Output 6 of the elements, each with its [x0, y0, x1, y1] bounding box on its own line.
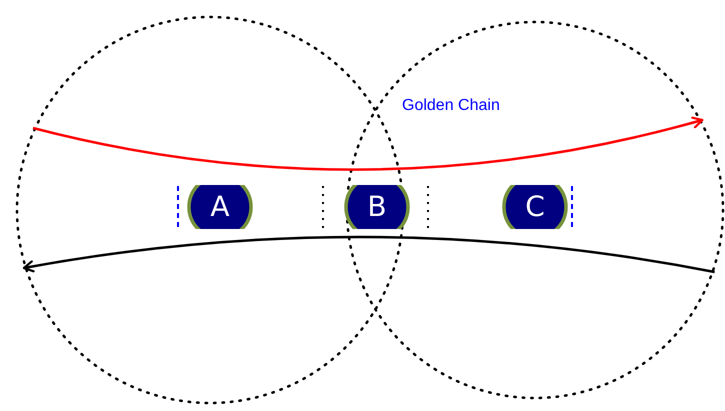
node-label: C: [524, 189, 546, 225]
dotted-circle: [345, 20, 725, 400]
node-label: A: [209, 189, 231, 225]
curved-arrow: [22, 236, 715, 274]
node-label: B: [366, 189, 388, 225]
curved-arrow: [32, 116, 704, 171]
